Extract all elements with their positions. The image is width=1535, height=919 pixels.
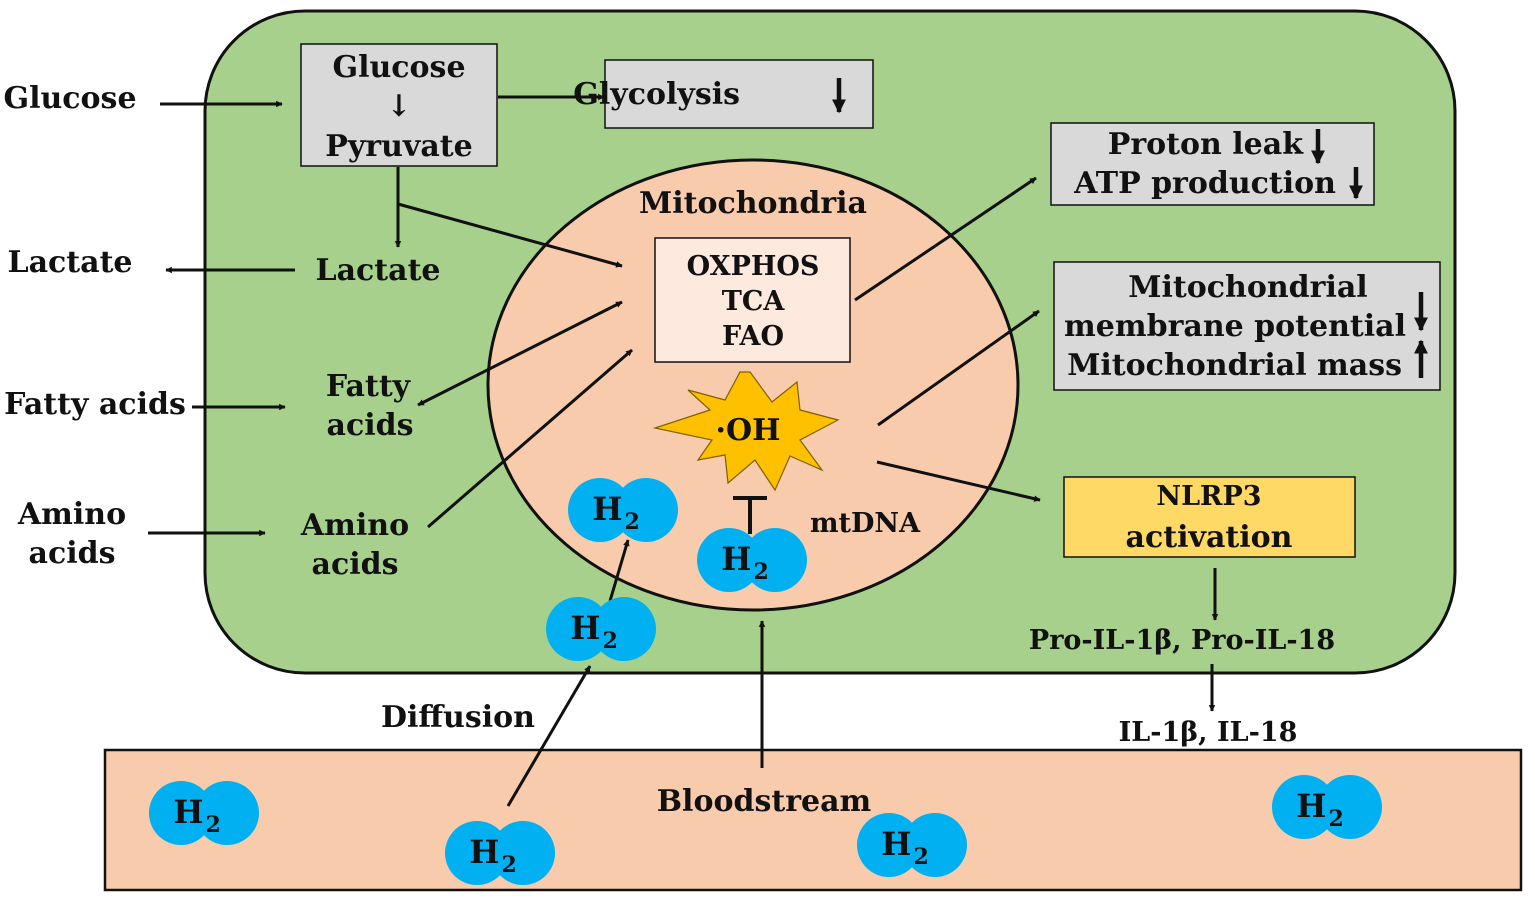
h2-subscript: 2	[1328, 806, 1343, 832]
pathway-arrows	[148, 93, 1219, 807]
glycolysis-label: Glycolysis	[573, 77, 740, 112]
h2-molecule-mito-upper: H2	[568, 478, 678, 542]
h2-subscript: 2	[624, 509, 639, 535]
arrow-to-proton-atp	[854, 176, 1037, 302]
h2-label: H2	[881, 825, 929, 870]
hydroxyl-radical-burst	[652, 371, 840, 492]
h2-atom	[857, 813, 921, 877]
h2-atom	[195, 781, 259, 845]
arrow-h2-into-mito	[608, 539, 630, 602]
h2-atom	[1272, 775, 1336, 839]
h2-atom	[1318, 775, 1382, 839]
arrow-amino-to-mito	[427, 348, 633, 529]
proton-leak-label: Proton leak	[1108, 127, 1304, 162]
h2-molecule-blood-3: H2	[857, 813, 967, 877]
hydroxyl-radical-label: ·OH	[716, 413, 781, 448]
outside-amino-label-line1: Amino	[17, 497, 126, 532]
h2-atom	[546, 597, 610, 661]
h2-molecule-mito-lower: H2	[697, 528, 807, 592]
h2-atom	[743, 528, 807, 592]
change-indicators	[832, 78, 1428, 378]
h2-atom	[491, 821, 555, 885]
pyruvate-label: Pyruvate	[325, 129, 472, 164]
h2-atom	[592, 597, 656, 661]
h2-label: H2	[592, 490, 640, 535]
h2-subscript: 2	[602, 628, 617, 654]
pathway-tca: TCA	[722, 286, 786, 317]
h2-atom	[614, 478, 678, 542]
mitochondrial-label: Mitochondrial	[1128, 270, 1367, 305]
mitochondria-title: Mitochondria	[639, 186, 867, 221]
mitochondrial-mass-label: Mitochondrial mass	[1067, 348, 1402, 383]
h2-atom	[697, 528, 761, 592]
glucose-box-label: Glucose	[332, 50, 465, 85]
h2-molecule-blood-1: H2	[149, 781, 259, 845]
il-label: IL-1β, IL-18	[1119, 717, 1298, 748]
cell-fatty-label-line1: Fatty	[326, 369, 412, 404]
h2-atom	[445, 821, 509, 885]
h2-atom	[903, 813, 967, 877]
h2-subscript: 2	[205, 812, 220, 838]
nlrp3-label: NLRP3	[1156, 481, 1261, 512]
h2-subscript: 2	[753, 559, 768, 585]
cell-amino-label-line1: Amino	[300, 508, 409, 543]
h2-label: H2	[721, 540, 769, 585]
outside-fatty-acids-label: Fatty acids	[4, 387, 186, 422]
h2-molecule-blood-4: H2	[1272, 775, 1382, 839]
pathway-fao: FAO	[722, 321, 784, 352]
bloodstream-label: Bloodstream	[657, 784, 872, 819]
cell-amino-label-line2: acids	[312, 547, 399, 582]
diffusion-label: Diffusion	[381, 700, 535, 735]
h2-label: H2	[469, 833, 517, 878]
arrow-to-nlrp3	[876, 460, 1041, 502]
h2-molecule-blood-2: H2	[445, 821, 555, 885]
atp-production-label: ATP production	[1073, 166, 1336, 201]
arrow-pyruvate-to-oxphos	[397, 202, 623, 268]
pro-il-label: Pro-IL-1β, Pro-IL-18	[1029, 625, 1335, 656]
outside-amino-label-line2: acids	[29, 536, 116, 571]
mitochondrial-effects-box	[1053, 261, 1441, 391]
arrow-h2-diffusion	[506, 665, 592, 807]
mtdna-label: mtDNA	[810, 508, 921, 539]
pathway-oxphos: OXPHOS	[687, 251, 820, 282]
h2-molecule-diffusing: H2	[546, 597, 656, 661]
cell-lactate-label: Lactate	[315, 253, 440, 288]
glycolysis-box	[604, 59, 874, 129]
membrane-potential-label: membrane potential	[1064, 309, 1406, 344]
h2-subscript: 2	[913, 844, 928, 870]
h2-atom	[149, 781, 213, 845]
arrow-fatty-acids-exchange	[417, 300, 623, 407]
cell-fatty-label-line2: acids	[327, 408, 414, 443]
h2-atom	[568, 478, 632, 542]
oxphos-tca-fao-box	[654, 237, 851, 363]
nlrp3-box	[1063, 476, 1356, 558]
outside-glucose-label: Glucose	[3, 81, 136, 116]
arrow-to-mito-effects	[877, 309, 1040, 427]
activation-label: activation	[1126, 520, 1293, 555]
glucose-pyruvate-box	[300, 43, 498, 167]
h2-subscript: 2	[501, 852, 516, 878]
outside-lactate-label: Lactate	[7, 245, 132, 280]
glucose-box-down-arrow: ↓	[386, 89, 411, 124]
